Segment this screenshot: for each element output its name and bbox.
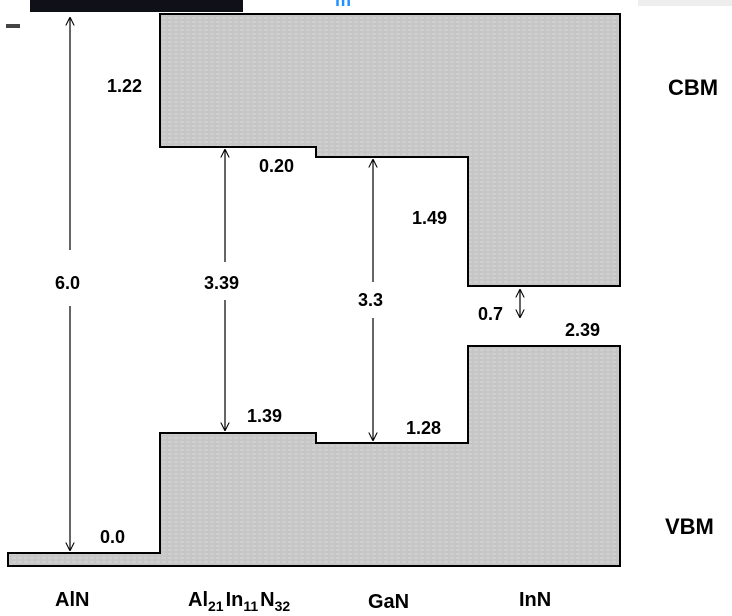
offset-alinn-gan: 0.20 bbox=[259, 156, 294, 176]
valence-alinn: 1.39 bbox=[247, 406, 282, 426]
conduction-band-region bbox=[159, 13, 621, 287]
vbm-label: VBM bbox=[665, 514, 714, 539]
valence-aln: 0.0 bbox=[100, 527, 125, 547]
cbm-label: CBM bbox=[668, 75, 718, 100]
aln-band-gap: 6.0 bbox=[55, 273, 80, 293]
valence-gan: 1.28 bbox=[406, 418, 441, 438]
top-edge-tick bbox=[6, 24, 20, 28]
valence-band-region bbox=[7, 345, 621, 567]
material-label-inn: InN bbox=[519, 589, 551, 611]
offset-aln-alinn: 1.22 bbox=[107, 76, 142, 96]
material-label-gan: GaN bbox=[368, 591, 409, 613]
inn-band-gap: 0.7 bbox=[478, 304, 503, 324]
gan-band-gap: 3.3 bbox=[358, 290, 383, 310]
valence-inn: 2.39 bbox=[565, 320, 600, 340]
top-right-box bbox=[638, 0, 732, 6]
material-label-aln: AlN bbox=[55, 589, 89, 611]
top-link-glyph[interactable]: m bbox=[335, 0, 351, 10]
alinn-band-gap: 3.39 bbox=[204, 273, 239, 293]
inset-image bbox=[30, 0, 243, 12]
offset-gan-inn: 1.49 bbox=[412, 208, 447, 228]
